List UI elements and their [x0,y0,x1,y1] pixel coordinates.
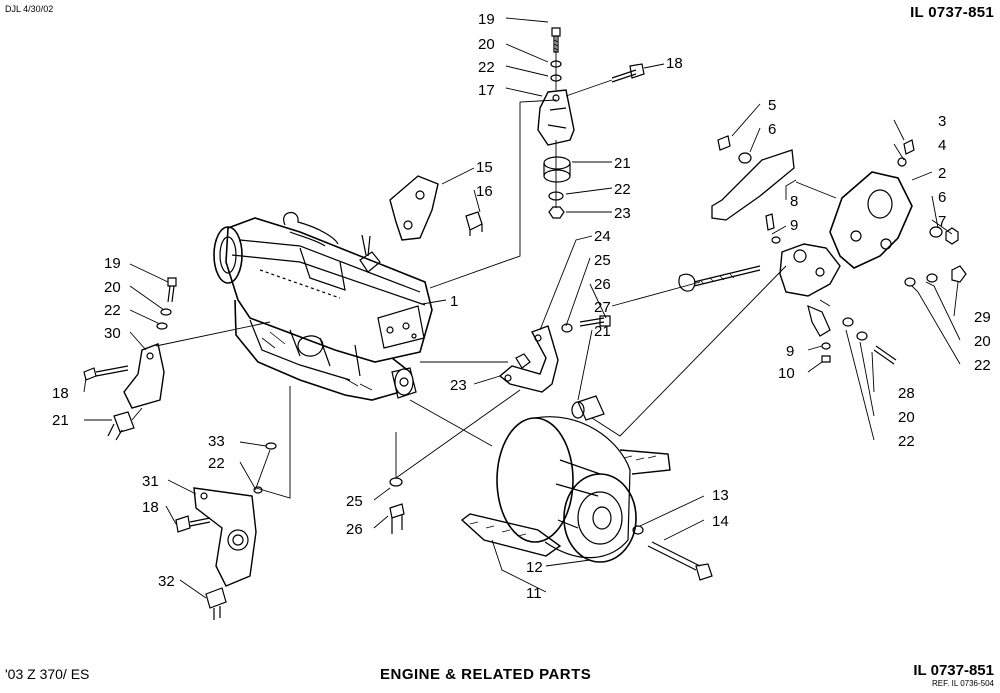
callout-28: 28 [898,385,915,402]
callout-21-top: 21 [614,155,631,172]
callout-14: 14 [712,513,729,530]
callout-22-left: 22 [104,302,121,319]
callout-32: 32 [158,573,175,590]
callout-20-left: 20 [104,279,121,296]
callout-18-left: 18 [52,385,69,402]
callout-27: 27 [594,299,611,316]
front-engine-bracket [175,442,277,620]
callout-6-upper: 6 [768,121,776,138]
callout-1-engine: 1 [450,293,458,310]
callout-7: 7 [938,213,946,230]
illustration-id-bottom: IL 0737-851 [913,662,994,679]
drawing-date-code: DJL 4/30/02 [5,4,54,14]
callout-10: 10 [778,365,795,382]
callout-25-center: 25 [594,252,611,269]
callout-29: 29 [974,309,991,326]
callout-20-lower: 20 [898,409,915,426]
left-engine-mount [83,277,177,441]
callout-30: 30 [104,325,121,342]
callout-8: 8 [790,193,798,210]
callout-26-center: 26 [594,276,611,293]
model-label: '03 Z 370/ ES [5,666,90,682]
leader-lines [83,17,961,599]
callout-22-top: 22 [478,59,495,76]
callout-33: 33 [208,433,225,450]
callout-13: 13 [712,487,729,504]
page-title: ENGINE & RELATED PARTS [380,666,592,683]
callout-16: 16 [476,183,493,200]
callout-23-top: 23 [614,205,631,222]
callout-18-front: 18 [142,499,159,516]
callout-11: 11 [526,585,542,602]
callout-25-lower: 25 [346,493,363,510]
engine-assembly [213,212,433,401]
callout-12: 12 [526,559,543,576]
callout-23-center: 23 [450,377,467,394]
callout-4: 4 [938,137,946,154]
upper-left-bracket [389,175,483,241]
callout-21-center: 21 [594,323,611,340]
callout-15: 15 [476,159,493,176]
callout-22-front: 22 [208,455,225,472]
callout-31: 31 [142,473,159,490]
callout-24: 24 [594,228,611,245]
callout-22-mount: 22 [614,181,631,198]
drive-clutch-and-belt [460,416,713,581]
callout-3: 3 [938,113,946,130]
callout-26-lower: 26 [346,521,363,538]
callout-9-lower: 9 [786,343,794,360]
callout-20-top: 20 [478,36,495,53]
reference-illustration: REF. IL 0736-504 [932,679,994,688]
illustration-id-top: IL 0737-851 [910,4,994,21]
callout-6-lower: 6 [938,189,946,206]
callout-9-upper: 9 [790,217,798,234]
callout-numbers: 19 20 22 17 18 21 22 23 15 16 1 19 20 22… [52,11,991,602]
callout-2: 2 [938,165,946,182]
callout-5: 5 [768,97,776,114]
callout-19-top: 19 [478,11,495,28]
callout-21-left: 21 [52,412,69,429]
callout-22-lower: 22 [898,433,915,450]
callout-17: 17 [478,82,495,99]
callout-22-right: 22 [974,357,991,374]
right-side-bracket-assembly [711,135,967,365]
center-linkage-parts [389,265,761,534]
callout-18-top: 18 [666,55,683,72]
callout-19-left: 19 [104,255,121,272]
callout-20-right: 20 [974,333,991,350]
